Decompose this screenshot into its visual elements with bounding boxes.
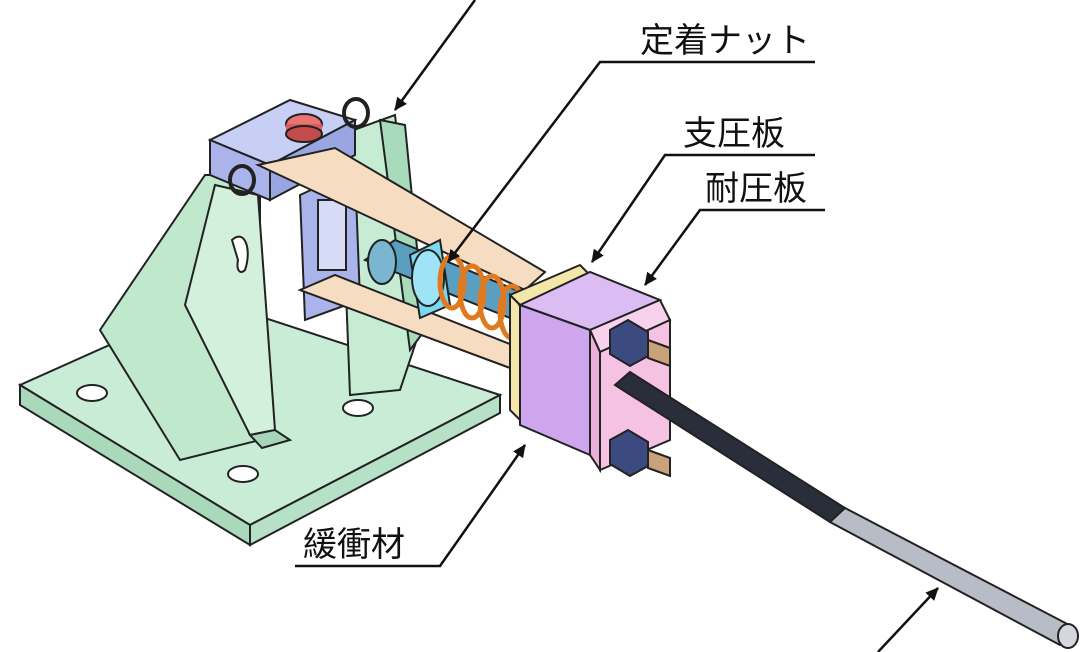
bolt-hole: [76, 384, 108, 402]
leader-top: [393, 0, 477, 111]
leader-pressure-plate: [643, 208, 825, 286]
leader-lines: [295, 0, 939, 652]
leader-cushion: [295, 444, 527, 568]
label-bearing-plate: 支圧板: [683, 114, 785, 154]
lifting-eye: [228, 164, 256, 196]
label-fixing-nut: 定着ナット: [640, 21, 810, 61]
lifting-eye: [342, 97, 370, 129]
bearing-plate-shape: [519, 303, 591, 457]
label-pressure-plate: 耐圧板: [705, 169, 807, 209]
bolt-hole: [227, 465, 259, 483]
leader-bottom: [877, 587, 939, 652]
anchor-bolts: [609, 318, 671, 478]
bolt-hole: [342, 399, 374, 417]
plate-stack: [508, 263, 672, 474]
leader-bearing-plate: [590, 153, 815, 263]
tendon-rod: [613, 370, 1079, 649]
label-cushion: 緩衝材: [303, 525, 405, 565]
leader-fixing-nut: [447, 60, 815, 263]
